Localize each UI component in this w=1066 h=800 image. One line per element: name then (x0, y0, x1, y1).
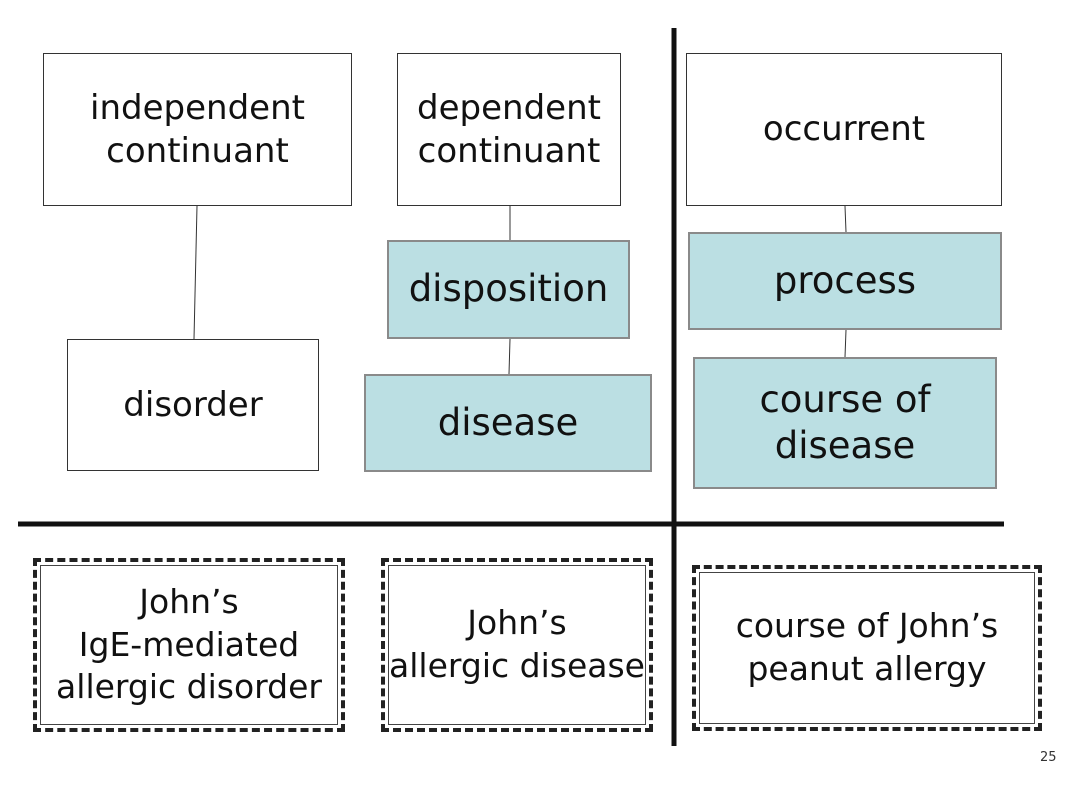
process-box: process (688, 232, 1002, 330)
course-of-disease-label: course of disease (759, 377, 931, 467)
independent-continuant-box: independent continuant (43, 53, 352, 206)
dependent-continuant-box: dependent continuant (397, 53, 621, 206)
process-label: process (773, 258, 917, 302)
independent-continuant-label: independent continuant (90, 88, 305, 171)
course-of-disease-box: course of disease (693, 357, 997, 489)
johns-disease-box: John’s allergic disease (381, 558, 653, 732)
occurrent-label: occurrent (762, 109, 926, 150)
disease-label: disease (437, 400, 579, 444)
connector-process-course (844, 329, 847, 358)
disorder-label: disorder (123, 384, 263, 425)
disposition-box: disposition (387, 240, 630, 339)
dependent-continuant-label: dependent continuant (417, 88, 601, 171)
occurrent-box: occurrent (686, 53, 1002, 206)
johns-disease-label: John’s allergic disease (389, 603, 645, 685)
disposition-label: disposition (408, 267, 609, 311)
disease-box: disease (364, 374, 652, 472)
johns-disorder-label: John’s IgE-mediated allergic disorder (56, 581, 322, 707)
course-of-johns-allergy-box: course of John’s peanut allergy (692, 565, 1042, 731)
slide-number: 25 (1040, 750, 1057, 765)
connector-disposition-disease (508, 338, 511, 375)
johns-disorder-box: John’s IgE-mediated allergic disorder (33, 558, 345, 732)
disorder-box: disorder (67, 339, 319, 471)
connector-independent-disorder (193, 205, 198, 340)
connector-occurrent-process (844, 205, 847, 233)
course-of-johns-allergy-label: course of John’s peanut allergy (735, 606, 999, 688)
